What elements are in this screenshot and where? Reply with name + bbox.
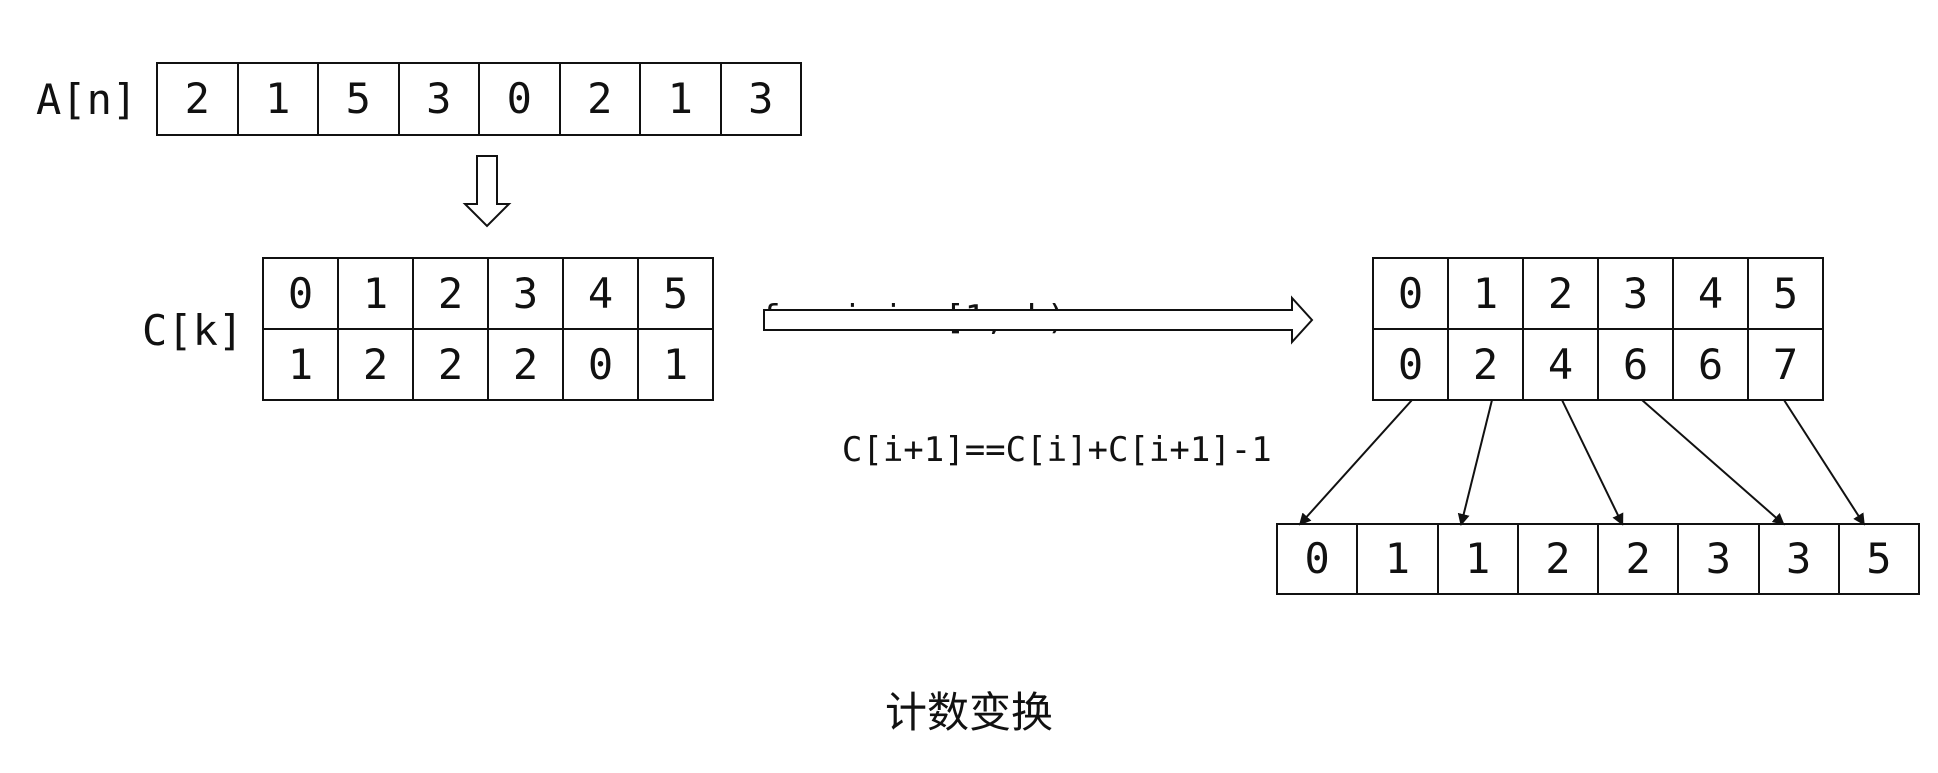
array-a-cell: 3 [397,64,479,134]
array-a-cell: 1 [236,64,318,134]
cumulative-value-cell: 7 [1747,330,1822,399]
mapping-arrow [1641,399,1785,526]
count-index-cell: 1 [337,259,412,328]
sorted-array-cell: 3 [1757,525,1838,593]
array-a-label: A[n] [36,75,138,124]
mapping-arrow [1298,399,1413,526]
mapping-arrows [1298,399,1865,526]
cumulative-table: 0 1 2 3 4 5 0 2 4 6 6 7 [1372,257,1824,401]
cumulative-table-value-row: 0 2 4 6 6 7 [1374,328,1822,399]
count-table-index-row: 0 1 2 3 4 5 [264,259,712,328]
mapping-arrow [1561,399,1624,526]
array-a-cell: 2 [558,64,640,134]
sorted-array-cell: 5 [1837,525,1918,593]
mapping-arrow [1457,399,1493,526]
cumulative-index-cell: 0 [1397,268,1424,318]
sorted-array-cell: 2 [1516,525,1597,593]
cumulative-index-cell: 3 [1597,259,1672,328]
count-value-cell: 2 [337,330,412,399]
cumulative-value-cell: 0 [1397,339,1424,389]
cumulative-index-cell: 4 [1672,259,1747,328]
cumulative-index-cell: 5 [1747,259,1822,328]
cumulative-index-cell: 1 [1447,259,1522,328]
count-value-cell: 2 [412,330,487,399]
array-a: 2 1 5 3 0 2 1 3 [156,62,802,136]
loop-code: for i in [1, k): C[i+1]==C[i]+C[i+1]-1 [760,208,1272,516]
count-value-cell: 1 [637,330,712,399]
cumulative-value-cell: 2 [1447,330,1522,399]
cumulative-value-cell: 4 [1522,330,1597,399]
sorted-array: 0 1 1 2 2 3 3 5 [1276,523,1920,595]
down-hollow-arrow [462,155,512,228]
count-index-cell: 5 [637,259,712,328]
sorted-array-cell: 1 [1436,525,1517,593]
count-table-label: C[k] [142,306,244,355]
array-a-cell: 2 [184,74,210,123]
count-index-cell: 4 [562,259,637,328]
right-hollow-arrow [763,295,1314,345]
count-value-cell: 1 [287,339,314,389]
cumulative-table-index-row: 0 1 2 3 4 5 [1374,259,1822,328]
count-table-value-row: 1 2 2 2 0 1 [264,328,712,399]
array-a-cell: 0 [478,64,559,134]
loop-code-line-2: C[i+1]==C[i]+C[i+1]-1 [760,430,1272,470]
cumulative-value-cell: 6 [1672,330,1747,399]
count-value-cell: 2 [487,330,562,399]
count-index-cell: 0 [287,268,314,318]
array-a-cell: 3 [719,64,801,134]
array-a-cell: 1 [639,64,720,134]
sorted-array-cell: 0 [1304,534,1330,583]
diagram-caption: 计数变换 [884,688,1053,737]
cumulative-value-cell: 6 [1597,330,1672,399]
sorted-array-cell: 1 [1356,525,1436,593]
array-a-cell: 5 [317,64,398,134]
sorted-array-cell: 2 [1597,525,1677,593]
count-value-cell: 0 [562,330,637,399]
count-index-cell: 3 [487,259,562,328]
sorted-array-cell: 3 [1677,525,1757,593]
cumulative-index-cell: 2 [1522,259,1597,328]
mapping-arrow [1783,399,1865,526]
count-index-cell: 2 [412,259,487,328]
count-table: 0 1 2 3 4 5 1 2 2 2 0 1 [262,257,714,401]
